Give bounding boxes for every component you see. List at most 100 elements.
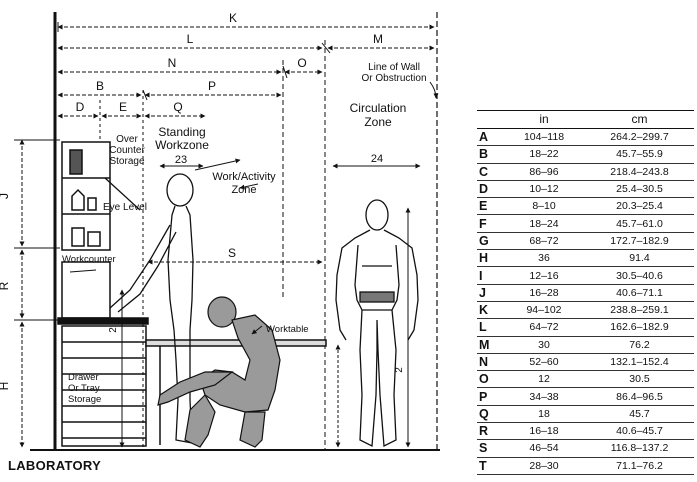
row-inches: 8–10 xyxy=(503,197,585,216)
row-label: M xyxy=(477,336,503,354)
drawer-line2: Or Tray xyxy=(68,383,100,394)
crouching-figure xyxy=(157,296,281,448)
row-label: L xyxy=(477,318,503,337)
row-inches: 28–30 xyxy=(503,457,585,475)
row-label: G xyxy=(477,232,503,251)
row-inches: 16–28 xyxy=(503,284,585,302)
dimension-lines xyxy=(14,22,435,448)
label-E: E xyxy=(119,100,127,114)
row-label: N xyxy=(477,353,503,372)
circulation-line1: Circulation xyxy=(350,101,407,115)
row-centimeters: 45.7 xyxy=(585,405,694,424)
row-inches: 104–118 xyxy=(503,128,585,147)
work-zone-line1: Work/Activity xyxy=(212,171,276,183)
label-24: 24 xyxy=(371,153,383,165)
label-N: N xyxy=(168,56,177,70)
worktable-label: Worktable xyxy=(266,324,309,335)
wall-note-line1: Line of Wall xyxy=(368,62,420,73)
row-centimeters: 132.1–152.4 xyxy=(585,353,694,372)
row-label: F xyxy=(477,214,503,233)
label-M: M xyxy=(373,32,383,46)
row-inches: 30 xyxy=(503,336,585,354)
label-J: J xyxy=(0,193,11,199)
row-label: A xyxy=(477,128,503,147)
row-centimeters: 238.8–259.1 xyxy=(585,301,694,320)
row-inches: 52–60 xyxy=(503,353,585,372)
row-centimeters: 162.6–182.9 xyxy=(585,318,694,337)
drawer-line3: Storage xyxy=(68,394,101,405)
label-O: O xyxy=(297,56,306,70)
table-header-blank xyxy=(477,110,503,129)
row-label: S xyxy=(477,439,503,458)
row-inches: 68–72 xyxy=(503,232,585,251)
over-counter-line1: Over xyxy=(116,134,138,145)
row-label: R xyxy=(477,422,503,441)
over-counter-line2: Counter xyxy=(109,145,145,156)
row-centimeters: 71.1–76.2 xyxy=(585,457,694,475)
row-inches: 10–12 xyxy=(503,180,585,199)
label-23: 23 xyxy=(175,154,187,166)
row-label: Q xyxy=(477,405,503,424)
standing-figure-front xyxy=(335,199,419,448)
row-label: E xyxy=(477,197,503,216)
table-header-in: in xyxy=(503,110,585,129)
row-inches: 34–38 xyxy=(503,387,585,406)
row-label: H xyxy=(477,249,503,268)
standing-figure-side xyxy=(104,173,194,444)
workcounter xyxy=(57,261,149,325)
label-H: H xyxy=(0,382,11,391)
table-header-cm: cm xyxy=(585,110,694,129)
row-centimeters: 172.7–182.9 xyxy=(585,232,694,251)
label-R: R xyxy=(0,281,11,290)
over-counter-cabinet xyxy=(61,141,111,251)
row-inches: 12 xyxy=(503,370,585,389)
row-inches: 18–22 xyxy=(503,145,585,164)
pointer-lines xyxy=(69,81,439,335)
standing-line2: Workzone xyxy=(155,138,209,152)
row-centimeters: 76.2 xyxy=(585,336,694,354)
row-label: P xyxy=(477,387,503,406)
label-P: P xyxy=(208,79,216,93)
row-inches: 18 xyxy=(503,405,585,424)
wall-note-line2: Or Obstruction xyxy=(361,73,426,84)
standing-line1: Standing xyxy=(158,125,205,139)
drawer-line1: Drawer xyxy=(68,372,99,383)
row-label: C xyxy=(477,163,503,181)
row-inches: 46–54 xyxy=(503,439,585,458)
drawing-caption: LABORATORY xyxy=(8,458,102,473)
row-label: D xyxy=(477,180,503,199)
label-K: K xyxy=(229,11,237,25)
row-centimeters: 40.6–45.7 xyxy=(585,422,694,441)
row-centimeters: 218.4–243.8 xyxy=(585,163,694,181)
row-label: B xyxy=(477,145,503,164)
label-two-b: 2 xyxy=(394,367,405,373)
row-inches: 16–18 xyxy=(503,422,585,441)
row-inches: 18–24 xyxy=(503,214,585,233)
row-label: J xyxy=(477,284,503,302)
row-label: T xyxy=(477,457,503,475)
row-centimeters: 30.5–40.6 xyxy=(585,266,694,285)
row-inches: 94–102 xyxy=(503,301,585,320)
row-label: O xyxy=(477,370,503,389)
label-two-a: 2 xyxy=(108,327,119,333)
row-inches: 12–16 xyxy=(503,266,585,285)
row-centimeters: 116.8–137.2 xyxy=(585,439,694,458)
